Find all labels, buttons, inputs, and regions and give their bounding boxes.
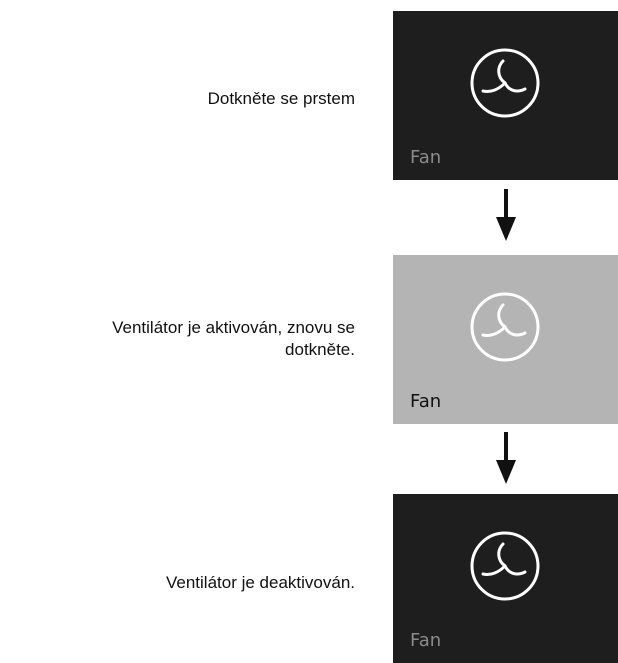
fan-tile-step-1[interactable]: Fan — [393, 11, 618, 180]
fan-icon — [470, 48, 540, 118]
arrow-down-icon — [496, 189, 516, 241]
fan-icon — [470, 531, 540, 601]
step-3-instruction: Ventilátor je deaktivován. — [165, 573, 355, 592]
fan-tile-label: Fan — [410, 391, 442, 412]
fan-tile-step-2[interactable]: Fan — [393, 255, 618, 424]
fan-tile-label: Fan — [410, 630, 442, 651]
step-1-instruction: Dotkněte se prstem — [207, 89, 355, 108]
arrow-down-icon — [496, 432, 516, 484]
fan-tile-step-3[interactable]: Fan — [393, 494, 618, 663]
fan-tile-label: Fan — [410, 147, 442, 168]
step-2-instruction: Ventilátor je aktivován, znovu se dotkně… — [112, 318, 355, 359]
fan-icon — [470, 292, 540, 362]
